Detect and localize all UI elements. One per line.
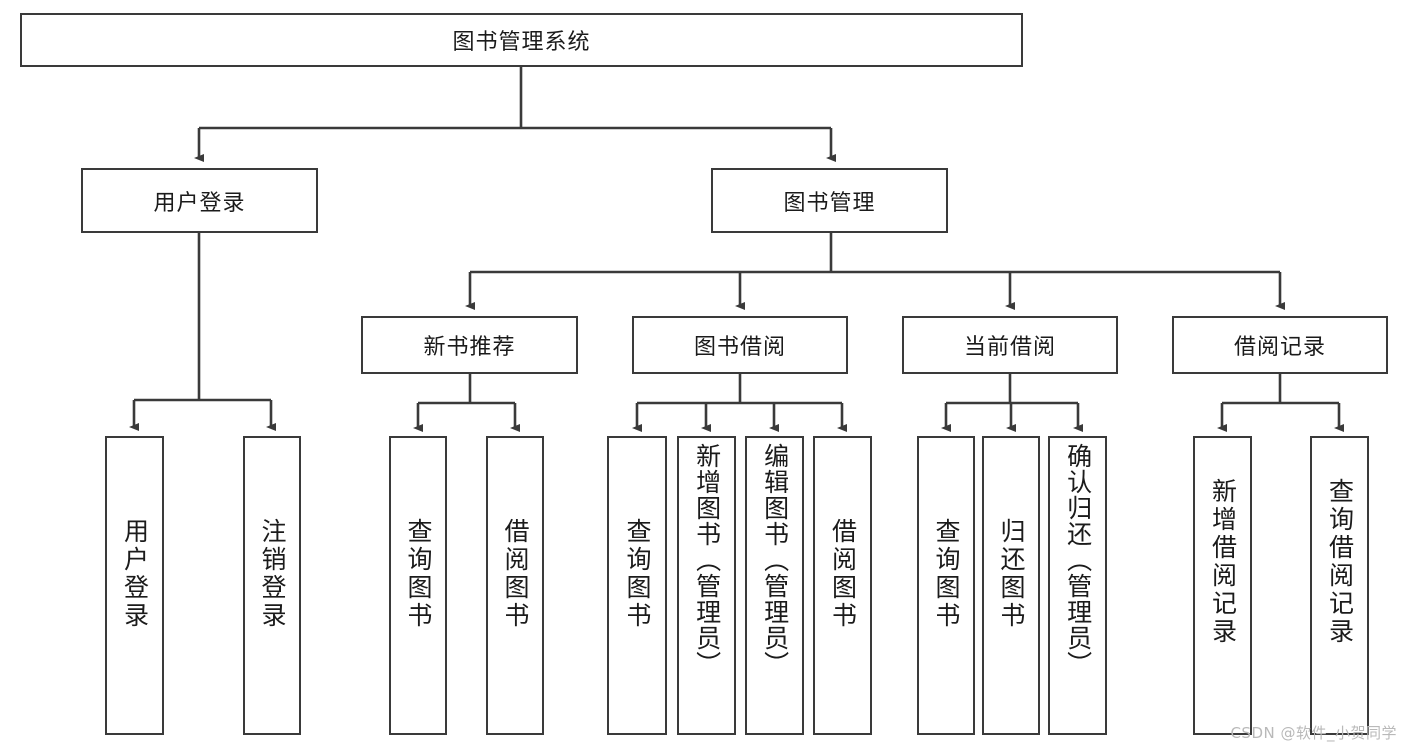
node-label: 用户登录 (153, 190, 246, 216)
leaf-return-book[interactable]: 归还图书 (982, 436, 1040, 735)
leaf-label: 查询借阅记录 (1325, 478, 1355, 646)
leaf-label: 新增图书（管理员） (692, 443, 722, 677)
node-book-management[interactable]: 图书管理 (711, 168, 948, 233)
node-label: 图书借阅 (693, 335, 786, 360)
leaf-label: 注销登录 (258, 518, 287, 630)
leaf-label: 借阅图书 (501, 518, 530, 630)
node-label: 借阅记录 (1233, 335, 1326, 360)
leaf-label: 确认归还（管理员） (1063, 443, 1093, 677)
node-label: 新书推荐 (423, 335, 516, 360)
leaf-add-borrow-record[interactable]: 新增借阅记录 (1193, 436, 1252, 735)
leaf-edit-book-admin[interactable]: 编辑图书（管理员） (745, 436, 804, 735)
leaf-user-login[interactable]: 用户登录 (105, 436, 164, 735)
leaf-label: 归还图书 (997, 518, 1026, 630)
watermark: CSDN @软件_小贺同学 (1230, 724, 1397, 742)
node-current-borrow[interactable]: 当前借阅 (902, 316, 1118, 374)
leaf-query-borrow-record[interactable]: 查询借阅记录 (1310, 436, 1369, 735)
node-user-login[interactable]: 用户登录 (81, 168, 318, 233)
node-root-system[interactable]: 图书管理系统 (20, 13, 1023, 67)
leaf-label: 查询图书 (623, 518, 652, 630)
leaf-query-book-current[interactable]: 查询图书 (917, 436, 975, 735)
leaf-label: 借阅图书 (828, 518, 858, 630)
leaf-add-book-admin[interactable]: 新增图书（管理员） (677, 436, 736, 735)
node-label: 图书管理系统 (452, 30, 591, 55)
node-new-book-recommend[interactable]: 新书推荐 (361, 316, 578, 374)
leaf-logout[interactable]: 注销登录 (243, 436, 301, 735)
leaf-borrow-book[interactable]: 借阅图书 (813, 436, 872, 735)
leaf-label: 查询图书 (404, 518, 433, 630)
leaf-query-book-borrow[interactable]: 查询图书 (607, 436, 667, 735)
node-label: 图书管理 (783, 190, 876, 216)
leaf-label: 用户登录 (120, 518, 150, 630)
node-borrow-record[interactable]: 借阅记录 (1172, 316, 1388, 374)
leaf-query-book-recommend[interactable]: 查询图书 (389, 436, 447, 735)
leaf-borrow-book-recommend[interactable]: 借阅图书 (486, 436, 544, 735)
leaf-label: 编辑图书（管理员） (760, 443, 790, 677)
leaf-label: 查询图书 (932, 518, 961, 630)
node-book-borrow[interactable]: 图书借阅 (632, 316, 848, 374)
leaf-confirm-return-admin[interactable]: 确认归还（管理员） (1048, 436, 1107, 735)
leaf-label: 新增借阅记录 (1208, 478, 1238, 646)
node-label: 当前借阅 (963, 335, 1056, 360)
